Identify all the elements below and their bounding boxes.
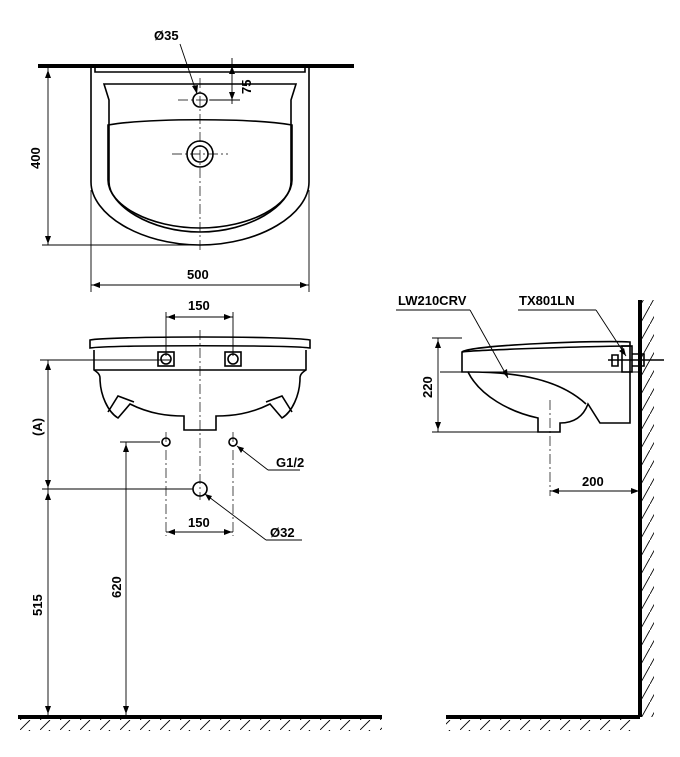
leader-arrow [502, 369, 508, 378]
tap-thread-left [160, 353, 172, 365]
floor-hatch-side [446, 719, 640, 731]
label-dim-150-bottom: 150 [188, 515, 210, 530]
side-view: 220 200 LW210CRV TX801LN [396, 293, 664, 731]
tap-stub-left [157, 351, 175, 367]
dim-arrow [167, 314, 175, 320]
dim-arrow [45, 492, 51, 500]
label-diameter-32: Ø32 [270, 525, 295, 540]
label-dim-A: (A) [30, 418, 45, 436]
leader-arrow [192, 85, 198, 94]
basin-foot-left [107, 395, 135, 413]
dim-arrow [45, 362, 51, 370]
bracket-washer [632, 353, 645, 367]
dim-arrow [229, 92, 235, 100]
bracket-nut [611, 354, 619, 367]
dim-arrow [551, 488, 559, 494]
dim-arrow [435, 422, 441, 430]
dim-arrow [45, 706, 51, 714]
leader-bracket [595, 309, 627, 357]
label-dim-500: 500 [187, 267, 209, 282]
dim-arrow [631, 488, 639, 494]
label-model-basin: LW210CRV [398, 293, 467, 308]
label-dim-150-top: 150 [188, 298, 210, 313]
leader-basin [469, 309, 509, 379]
front-view: 150 (A) G1/2 Ø32 [18, 298, 382, 731]
label-dim-220: 220 [420, 376, 435, 398]
basin-outline-front [89, 336, 311, 349]
dim-arrow [45, 70, 51, 78]
label-dim-620: 620 [109, 576, 124, 598]
basin-bowl-side [467, 371, 587, 405]
dim-arrow [123, 444, 129, 452]
dim-arrow [45, 480, 51, 488]
label-thread: G1/2 [276, 455, 304, 470]
wall-hatch-side [642, 300, 654, 717]
tap-stub-right [224, 351, 242, 367]
label-dim-515: 515 [30, 594, 45, 616]
leader-arrow [237, 446, 244, 453]
dim-arrow [224, 529, 232, 535]
basin-rim-top [94, 68, 306, 73]
dim-arrow [167, 529, 175, 535]
dim-arrow [435, 340, 441, 348]
leader-arrow [205, 494, 212, 501]
dim-arrow [45, 236, 51, 244]
leader-arrow [619, 348, 626, 356]
label-diameter-35: Ø35 [154, 28, 179, 43]
dim-arrow [92, 282, 100, 288]
dim-arrow [224, 314, 232, 320]
dim-arrow [123, 706, 129, 714]
tap-thread-right [227, 353, 239, 365]
leader-diameter-32 [204, 493, 267, 541]
label-dim-200: 200 [582, 474, 604, 489]
basin-outline-side [461, 340, 631, 433]
dim-arrow [300, 282, 308, 288]
basin-rim-side [461, 345, 631, 353]
basin-foot-right [265, 395, 293, 413]
basin-bowl-top [107, 118, 293, 229]
dim-arrow [229, 66, 235, 74]
label-dim-75: 75 [239, 80, 254, 94]
floor-hatch-front [18, 719, 382, 731]
label-model-bracket: TX801LN [519, 293, 575, 308]
label-dim-400: 400 [28, 147, 43, 169]
top-view: Ø35 75 400 500 [28, 28, 354, 292]
